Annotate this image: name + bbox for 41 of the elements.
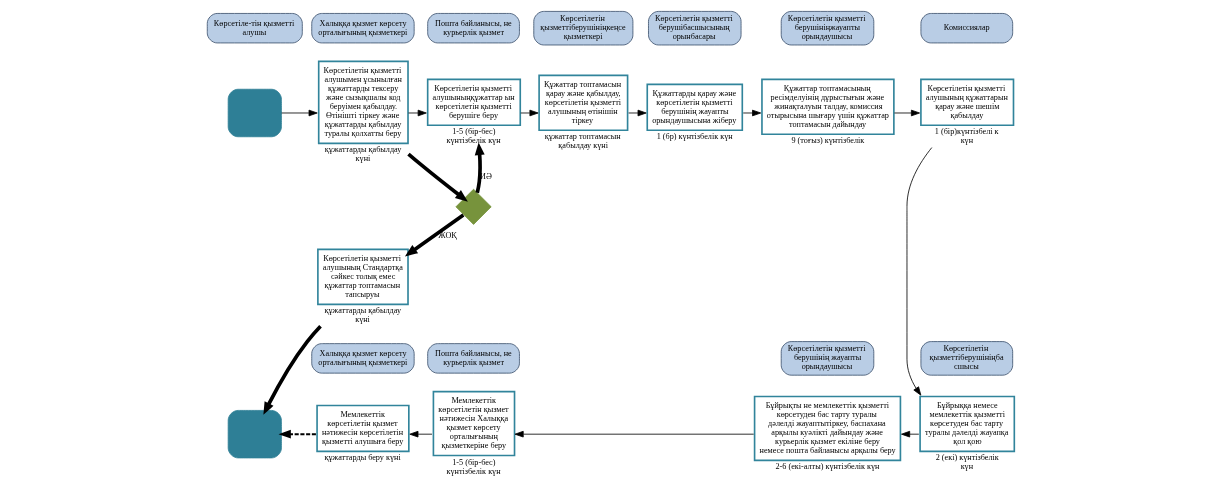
node-box: Халыққа қызмет көрсету орталығының қызметкері xyxy=(311,13,415,44)
node-box: Көрсетілетін қызметті берушібасшысының орынбасары xyxy=(648,11,742,46)
node-box: Пошта байланысы, не курьерлік қызмет xyxy=(427,343,520,374)
arrow xyxy=(628,109,647,117)
arrow xyxy=(281,109,318,117)
arrow xyxy=(404,213,465,257)
node-label: 1 (бір)күнтізбелі к күн xyxy=(934,127,999,146)
node-label: құжаттарды қабылдау күні xyxy=(324,145,402,164)
node-label: 1 (бр) күнтізбелік күн xyxy=(656,132,733,142)
arrow xyxy=(894,109,920,117)
arrow xyxy=(263,325,322,415)
arrow xyxy=(408,109,427,117)
arrow xyxy=(514,430,755,438)
node-label: 2 (екі) күнтізбелік күн xyxy=(935,453,999,472)
arrow xyxy=(906,147,933,396)
edge-label: ЖОҚ xyxy=(438,231,457,241)
arrow xyxy=(474,142,485,194)
arrow xyxy=(278,429,316,439)
node-label: құжаттар топтамасын қабылдау күні xyxy=(544,132,621,151)
node-box: Комиссиялар xyxy=(920,13,1014,44)
arrow xyxy=(409,430,433,438)
node-box xyxy=(227,88,282,138)
node-box: Көрсетілетін қызметті берушінің жауапты орындаушысы xyxy=(780,341,875,376)
arrow xyxy=(520,109,539,117)
node-box: Пошта байланысы, не курьерлік қызмет xyxy=(427,13,520,44)
node-box: Көрсетіле-тін қызметті алушы xyxy=(206,13,303,44)
node-label: құжаттарды беру күні xyxy=(324,453,401,463)
node-box: Көрсетілетін қызметтіберушініңба сшысы xyxy=(920,341,1014,376)
node-box xyxy=(227,410,282,459)
node-box: Халыққа қызмет көрсету орталығының қызметкері xyxy=(311,343,415,374)
node-label: 9 (тоғыз) күнтізбелік xyxy=(791,136,865,146)
node-label: құжаттарды қабылдау күні xyxy=(324,306,402,325)
node-box: Көрсетілетін қызметті берушініңжауапты орындаушысы xyxy=(780,11,875,46)
node-label: 1-5 (бір-бес) күнтізбелік күн xyxy=(446,457,501,476)
node-label: 2-6 (екі-алты) күнтізбелік күн xyxy=(775,462,880,472)
arrow xyxy=(901,430,920,438)
arrow xyxy=(742,109,762,117)
arrow xyxy=(407,152,468,202)
node-label: 1-5 (бір-бес) күнтізбелік күн xyxy=(446,127,501,146)
edge-label: ИӘ xyxy=(480,172,492,182)
node-box: Көрсетілетін қызметтіберушініңкеңсе қызметкері xyxy=(533,11,634,46)
